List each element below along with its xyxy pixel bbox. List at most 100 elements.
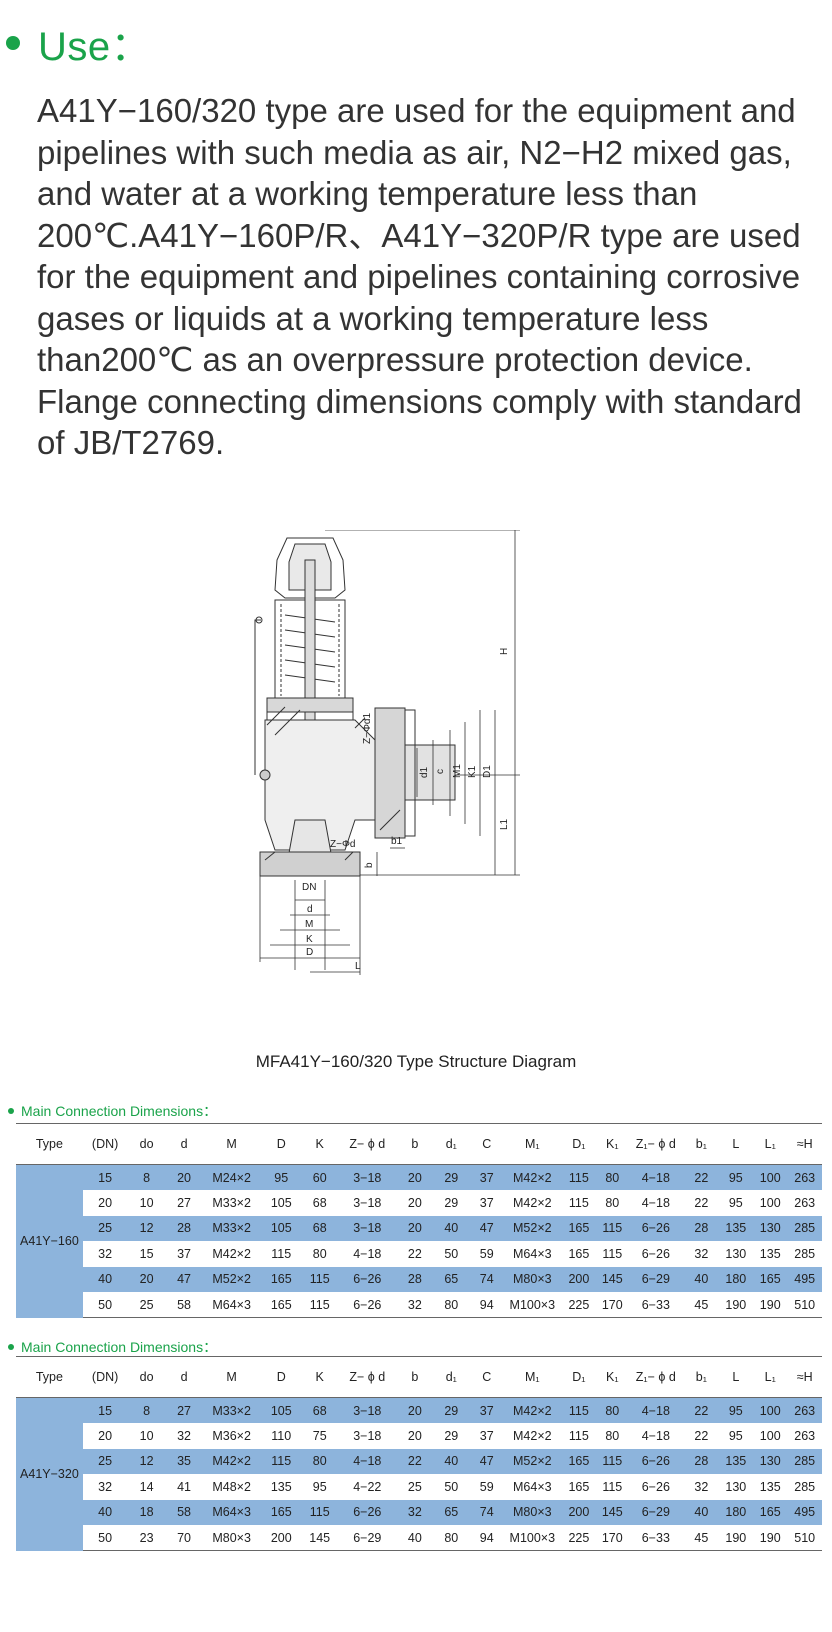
table-cell: 165	[560, 1215, 598, 1242]
dim-label-m: M	[305, 919, 313, 930]
table-cell: 6−26	[627, 1215, 685, 1242]
column-header: L	[718, 1356, 754, 1398]
column-header: K	[301, 1123, 338, 1165]
table-cell: 100	[753, 1423, 788, 1449]
table-cell: 22	[396, 1241, 434, 1267]
column-header: Z₁− ϕ d	[627, 1123, 685, 1165]
table-cell: 25	[82, 1215, 128, 1242]
table-cell: 27	[165, 1397, 203, 1424]
table-cell: 15	[127, 1241, 166, 1267]
table-cell: M100×3	[503, 1291, 561, 1319]
table-cell: 40	[684, 1266, 719, 1292]
table-cell: 47	[165, 1266, 203, 1292]
description: A41Y−160/320 type are used for the equip…	[37, 90, 827, 464]
table-cell: 105	[261, 1397, 302, 1424]
table-cell: 6−26	[337, 1291, 397, 1319]
table-cell: M42×2	[503, 1190, 561, 1216]
dim-label-d1: d1	[419, 766, 430, 778]
table-cell: 6−26	[337, 1266, 397, 1292]
table-cell: 115	[560, 1164, 598, 1191]
section-title-text: Main Connection Dimensions：	[21, 1339, 218, 1355]
table-cell: 80	[301, 1448, 338, 1475]
table-cell: 165	[753, 1266, 788, 1292]
table-cell: 50	[433, 1474, 470, 1500]
table-cell: 14	[127, 1474, 166, 1500]
column-header: b	[396, 1123, 434, 1165]
table-cell: 165	[560, 1241, 598, 1267]
column-header: Z− ϕ d	[337, 1123, 397, 1165]
dim-label-m1: M1	[452, 764, 463, 778]
table-cell: 200	[261, 1524, 302, 1552]
table-cell: 65	[433, 1499, 470, 1525]
table-cell: 75	[301, 1423, 338, 1449]
table-cell: 6−29	[337, 1524, 397, 1552]
table-cell: 10	[127, 1423, 166, 1449]
table-cell: 20	[396, 1164, 434, 1191]
table-cell: 74	[469, 1499, 504, 1525]
table-cell: M52×2	[503, 1448, 561, 1475]
table-cell: 59	[469, 1474, 504, 1500]
table-cell: 170	[597, 1524, 628, 1552]
column-header: do	[127, 1123, 166, 1165]
table-cell: 165	[560, 1448, 598, 1475]
table-cell: 32	[684, 1474, 719, 1500]
column-header: Z− ϕ d	[337, 1356, 397, 1398]
table-cell: 25	[396, 1474, 434, 1500]
table-cell: 10	[127, 1190, 166, 1216]
table-cell: 80	[433, 1524, 470, 1552]
column-header: b₁	[684, 1123, 719, 1165]
column-header: Z₁− ϕ d	[627, 1356, 685, 1398]
table-cell: 4−18	[337, 1448, 397, 1475]
table-cell: 100	[753, 1190, 788, 1216]
table-cell: 225	[560, 1524, 598, 1552]
table-cell: 6−26	[627, 1474, 685, 1500]
table-cell: M100×3	[503, 1524, 561, 1552]
table-cell: 115	[301, 1266, 338, 1292]
table-cell: M42×2	[503, 1423, 561, 1449]
table-cell: 135	[718, 1215, 754, 1242]
table-cell: 263	[787, 1423, 822, 1449]
table-cell: 190	[753, 1524, 788, 1552]
table-cell: 285	[787, 1474, 822, 1500]
table-cell: 22	[684, 1164, 719, 1191]
table-cell: 32	[396, 1499, 434, 1525]
table-cell: 58	[165, 1291, 203, 1319]
table-cell: 4−18	[627, 1190, 685, 1216]
table-cell: 18	[127, 1499, 166, 1525]
table-cell: 32	[684, 1241, 719, 1267]
dim-label-dn: DN	[302, 882, 316, 893]
table-cell: 115	[301, 1291, 338, 1319]
table-cell: 29	[433, 1164, 470, 1191]
table-cell: 115	[560, 1423, 598, 1449]
table-cell: 130	[718, 1241, 754, 1267]
table-cell: 110	[261, 1423, 302, 1449]
column-header: D	[261, 1123, 302, 1165]
table-cell: 37	[469, 1190, 504, 1216]
table-cell: 32	[82, 1241, 128, 1267]
table-cell: 95	[718, 1423, 754, 1449]
table-cell: 6−29	[627, 1499, 685, 1525]
description-paragraph-2: Flange connecting dimensions comply with…	[37, 382, 802, 462]
table-cell: 495	[787, 1266, 822, 1292]
column-header: L₁	[753, 1123, 788, 1165]
table-cell: 190	[718, 1524, 754, 1552]
valve-structure-diagram: H L1 D1 K1 M1 c d1 Z−Φd1 Z−Φd b1 b DN d …	[254, 530, 520, 975]
table-cell: 225	[560, 1291, 598, 1319]
table-cell: 40	[396, 1524, 434, 1552]
table-cell: 68	[301, 1397, 338, 1424]
table-cell: 22	[684, 1190, 719, 1216]
table-cell: M42×2	[202, 1241, 261, 1267]
dim-label-z-phi-d1: Z−Φd1	[362, 713, 373, 744]
column-header: Type	[16, 1123, 83, 1165]
table-cell: M64×3	[202, 1291, 261, 1319]
table-cell: 4−18	[627, 1423, 685, 1449]
dim-label-z-phi-d: Z−Φd	[330, 839, 356, 850]
table-cell: 105	[261, 1215, 302, 1242]
table-cell: 8	[127, 1397, 166, 1424]
table-cell: 8	[127, 1164, 166, 1191]
column-header: M	[202, 1123, 261, 1165]
table-cell: 200	[560, 1499, 598, 1525]
table-cell: 68	[301, 1190, 338, 1216]
